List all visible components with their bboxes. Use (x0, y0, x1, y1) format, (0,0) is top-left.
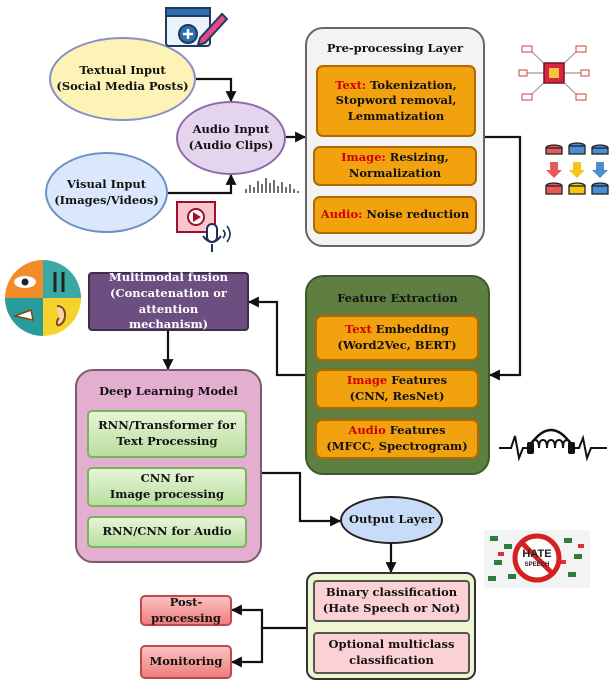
feature-text-line2: (Word2Vec, BERT) (337, 338, 457, 352)
audio-signal-icon (499, 428, 607, 462)
feature-extraction-title: Feature Extraction (337, 291, 458, 305)
arrow-classification-to-monitoring (230, 628, 264, 668)
preprocessing-text-line2: Stopword removal, (335, 93, 457, 108)
feature-audio-key: Audio (348, 423, 386, 438)
arrow-visual-to-audio (168, 173, 237, 195)
preprocessing-text-key: Text: (335, 77, 367, 92)
dl-cnn-line1: CNN for (140, 471, 194, 486)
binary-line1: Binary classification (325, 585, 458, 600)
visual-input-title: Visual Input (66, 176, 147, 191)
multiclass-line2: classification (349, 653, 434, 667)
binary-classification-box: Binary classification (Hate Speech or No… (313, 580, 470, 622)
dl-rnn-line2: Text Processing (116, 434, 218, 448)
hate-speech-sign-icon: HATE SPEECH (484, 530, 590, 588)
output-layer-node: Output Layer (340, 496, 443, 544)
textual-input-subtitle: (Social Media Posts) (56, 79, 189, 93)
dl-cnn-line2: Image processing (109, 487, 225, 501)
feature-text-key: Text (345, 322, 372, 337)
preprocessing-image-box: Image: Resizing, Normalization (313, 146, 477, 186)
preprocessing-audio-key: Audio: (320, 207, 363, 222)
textual-input-node: Textual Input (Social Media Posts) (49, 37, 196, 121)
feature-image-line1: Features (387, 373, 448, 388)
fusion-line1: Multimodal fusion (108, 270, 229, 285)
dl-rnn-line1: RNN/Transformer for (98, 418, 236, 433)
multiclass-line1: Optional multiclass (328, 637, 455, 652)
preprocessing-text-box: Text: Tokenization, Stopword removal, Le… (316, 65, 476, 137)
feature-image-line2: (CNN, ResNet) (349, 389, 445, 403)
video-microphone-icon (176, 201, 231, 252)
dl-audio-line1: RNN/CNN for Audio (102, 524, 232, 539)
preprocessing-title: Pre-processing Layer (326, 41, 464, 55)
audio-input-title: Audio Input (192, 122, 270, 137)
arrow-textual-to-audio (196, 77, 237, 103)
textual-input-title: Textual Input (79, 63, 166, 78)
arrow-classification-to-postprocessing (230, 604, 306, 630)
preprocessing-text-line1: Tokenization, (366, 77, 457, 92)
preprocessing-audio-box: Audio: Noise reduction (313, 196, 477, 234)
preprocessing-image-line2: Normalization (348, 166, 442, 180)
binary-line2: (Hate Speech or Not) (322, 601, 461, 615)
preprocessing-audio-line1: Noise reduction (362, 207, 470, 222)
feature-audio-box: Audio Features (MFCC, Spectrogram) (315, 419, 479, 459)
output-layer-label: Output Layer (348, 512, 434, 527)
hate-sign-line1: HATE (522, 548, 551, 560)
feature-text-box: Text Embedding (Word2Vec, BERT) (315, 315, 479, 361)
ai-chip-icon (518, 45, 590, 101)
multimodal-fusion-box: Multimodal fusion (Concatenation or atte… (88, 270, 249, 332)
multiclass-classification-box: Optional multiclass classification (313, 632, 470, 674)
arrow-deeplearning-to-output (262, 471, 342, 527)
arrow-feature-to-fusion (247, 296, 305, 377)
audio-input-node: Audio Input (Audio Clips) (176, 101, 286, 175)
fusion-line2: (Concatenation or attention (110, 285, 227, 316)
hate-sign-line2: SPEECH (525, 562, 550, 568)
feature-image-box: Image Features (CNN, ResNet) (315, 369, 479, 409)
feature-text-line1: Embedding (371, 322, 449, 337)
visual-input-node: Visual Input (Images/Videos) (45, 152, 168, 233)
monitoring-box: Monitoring (140, 645, 232, 679)
feature-image-key: Image (346, 373, 388, 388)
postprocessing-box: Post-processing (140, 595, 232, 626)
feature-audio-line1: Features (385, 423, 446, 438)
preprocessing-text-line3: Lemmatization (347, 108, 445, 123)
arrow-preprocessing-to-feature (485, 135, 522, 381)
preprocessing-image-line1: Resizing, (385, 150, 449, 165)
monitoring-label: Monitoring (149, 654, 223, 669)
senses-icon (5, 260, 81, 336)
fusion-line3: mechanism) (128, 317, 209, 332)
audio-input-subtitle: (Audio Clips) (188, 138, 274, 152)
preprocessing-image-key: Image: (341, 150, 386, 165)
edit-window-icon (165, 7, 228, 47)
postprocessing-label: Post-processing (151, 594, 221, 625)
dl-audio-box: RNN/CNN for Audio (87, 516, 247, 548)
dl-cnn-box: CNN for Image processing (87, 467, 247, 507)
database-transform-icon (545, 142, 609, 195)
audio-waveform-icon (245, 178, 299, 193)
visual-input-subtitle: (Images/Videos) (54, 192, 159, 207)
dl-rnn-transformer-box: RNN/Transformer for Text Processing (87, 410, 247, 458)
feature-audio-line2: (MFCC, Spectrogram) (326, 439, 468, 453)
deep-learning-title: Deep Learning Model (99, 384, 238, 398)
